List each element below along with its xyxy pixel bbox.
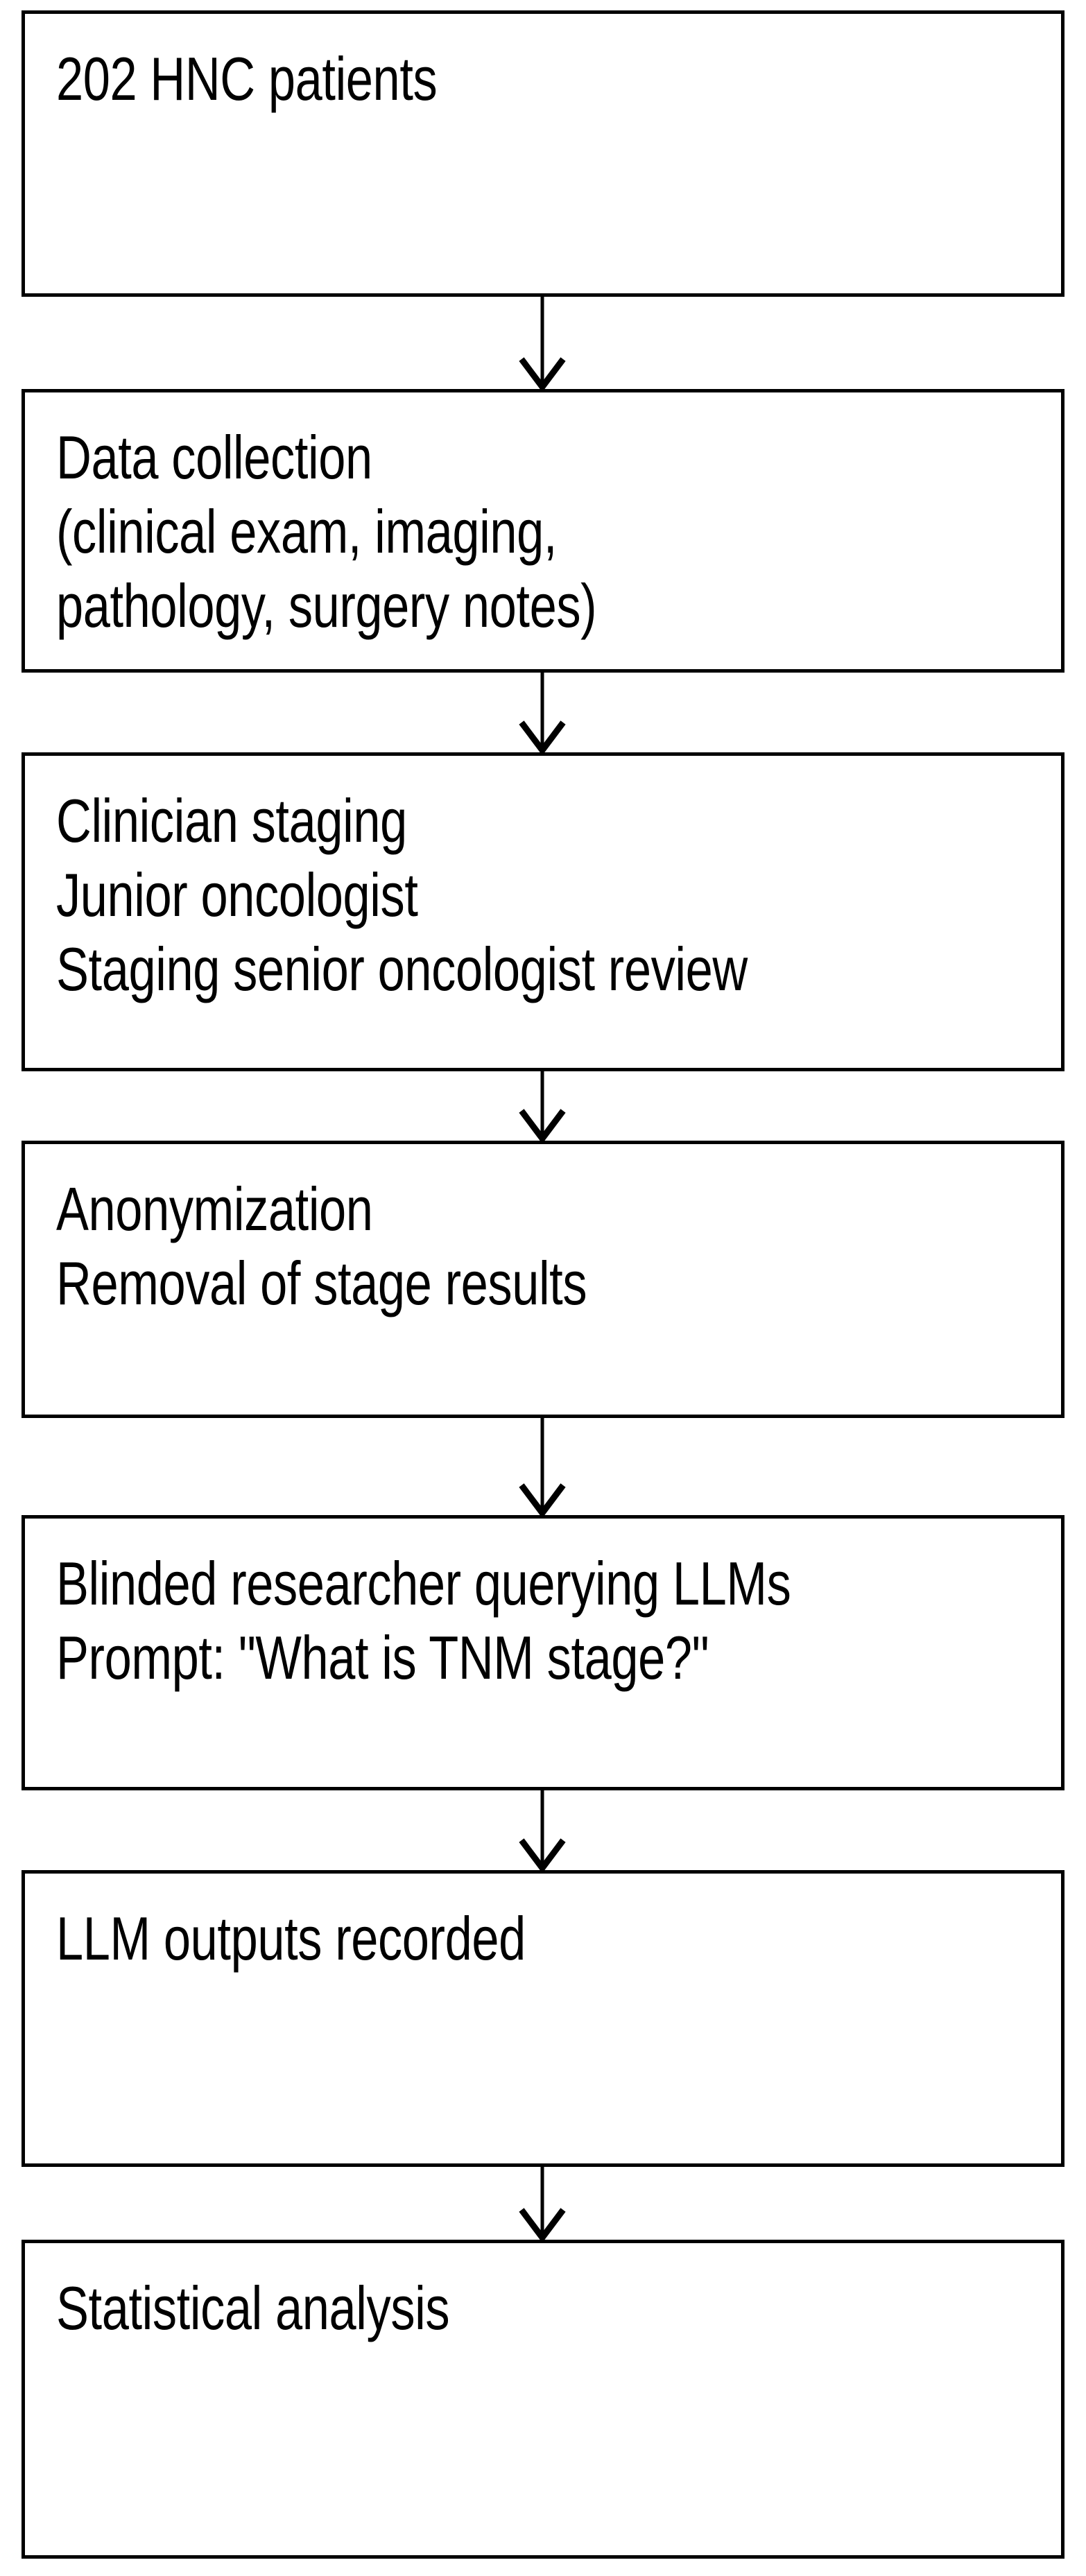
llm-outputs-box-label: LLM outputs recorded xyxy=(56,1904,526,1973)
clinician-staging-box: Clinician staging Junior oncologist Stag… xyxy=(21,752,1065,1071)
llm-query-box: Blinded researcher querying LLMs Prompt:… xyxy=(21,1515,1065,1790)
llm-query-box-label: Blinded researcher querying LLMs Prompt:… xyxy=(56,1549,791,1692)
statistical-analysis-box-label: Statistical analysis xyxy=(56,2274,450,2342)
llm-outputs-box: LLM outputs recorded xyxy=(21,1870,1065,2167)
statistical-analysis-box: Statistical analysis xyxy=(21,2240,1065,2559)
arrow-data-collection-to-clinician-staging xyxy=(519,673,566,756)
data-collection-box: Data collection (clinical exam, imaging,… xyxy=(21,389,1065,673)
cohort-box: 202 HNC patients xyxy=(21,10,1065,297)
data-collection-box-label: Data collection (clinical exam, imaging,… xyxy=(56,423,597,640)
arrow-llm-query-to-llm-outputs xyxy=(519,1790,566,1874)
clinician-staging-box-label: Clinician staging Junior oncologist Stag… xyxy=(56,786,748,1003)
arrow-anonymization-to-llm-query xyxy=(519,1418,566,1519)
anonymization-box-label: Anonymization Removal of stage results xyxy=(56,1175,587,1317)
anonymization-box: Anonymization Removal of stage results xyxy=(21,1141,1065,1418)
arrow-clinician-staging-to-anonymization xyxy=(519,1071,566,1144)
cohort-box-label: 202 HNC patients xyxy=(56,44,438,113)
arrow-llm-outputs-to-statistical-analysis xyxy=(519,2167,566,2243)
arrow-cohort-to-data-collection xyxy=(519,297,566,392)
